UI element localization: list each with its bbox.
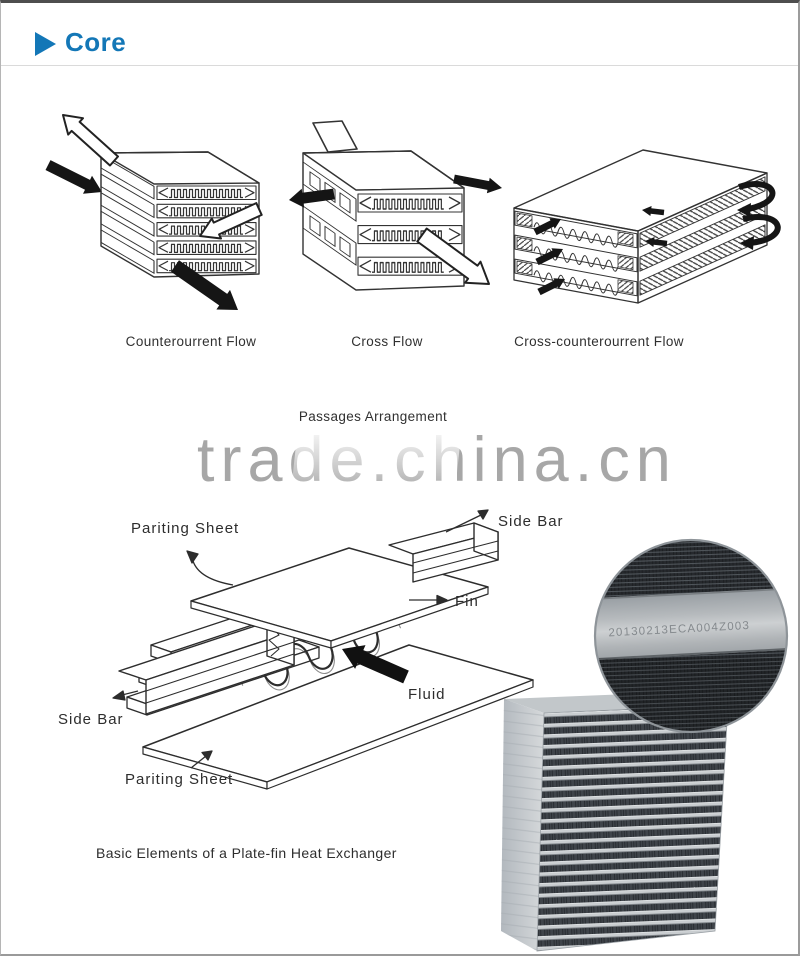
caption-passages-arrangement: Passages Arrangement [298,409,448,424]
caption-cross-counterflow: Cross-counterourrent Flow [514,334,684,349]
watermark-blur-patch [291,419,463,489]
white-out-arrow [416,227,490,285]
white-ribbon-arrow [312,120,358,153]
label-pariting-sheet-top: Pariting Sheet [131,520,240,537]
label-side-bar-left: Side Bar [58,711,124,728]
leader-lines [112,509,489,769]
black-outflow-arrow [171,260,238,310]
label-fin: Fin [455,593,479,610]
caption-crossflow: Cross Flow [351,334,423,349]
page-title: Core [65,27,127,57]
label-side-bar-top: Side Bar [498,513,564,530]
crossflow-diagram [289,120,502,291]
fluid-arrow [342,645,409,684]
front-fin-layers [514,210,638,297]
black-right-arrow [453,174,502,194]
corrugated-fin [238,610,402,691]
white-outflow-arrow [62,114,119,167]
side-fin-layers [639,176,766,296]
u-turn-arrows [642,181,781,250]
core-front-face [537,705,728,951]
caption-counterflow: Counterourrent Flow [125,334,257,349]
core-photo [501,689,754,952]
counterflow-diagram [45,114,263,310]
label-fluid: Fluid [408,686,446,703]
exploded-plate-fin-diagram [112,509,534,790]
black-left-arrow [289,188,335,208]
cross-counterflow-diagram [513,149,781,304]
header-arrow-icon [35,32,56,56]
inlet-arrows [533,218,565,296]
line-art-canvas: 20130213ECA004Z003 [45,114,789,952]
header-divider [1,65,798,66]
top-right-side-bar [388,522,499,583]
white-inflow-arrow [199,202,263,240]
caption-basic-elements: Basic Elements of a Plate-fin Heat Excha… [96,845,397,861]
bottom-parting-sheet [142,644,534,790]
label-pariting-sheet-bottom: Pariting Sheet [125,771,234,788]
black-inflow-arrow [45,160,102,194]
